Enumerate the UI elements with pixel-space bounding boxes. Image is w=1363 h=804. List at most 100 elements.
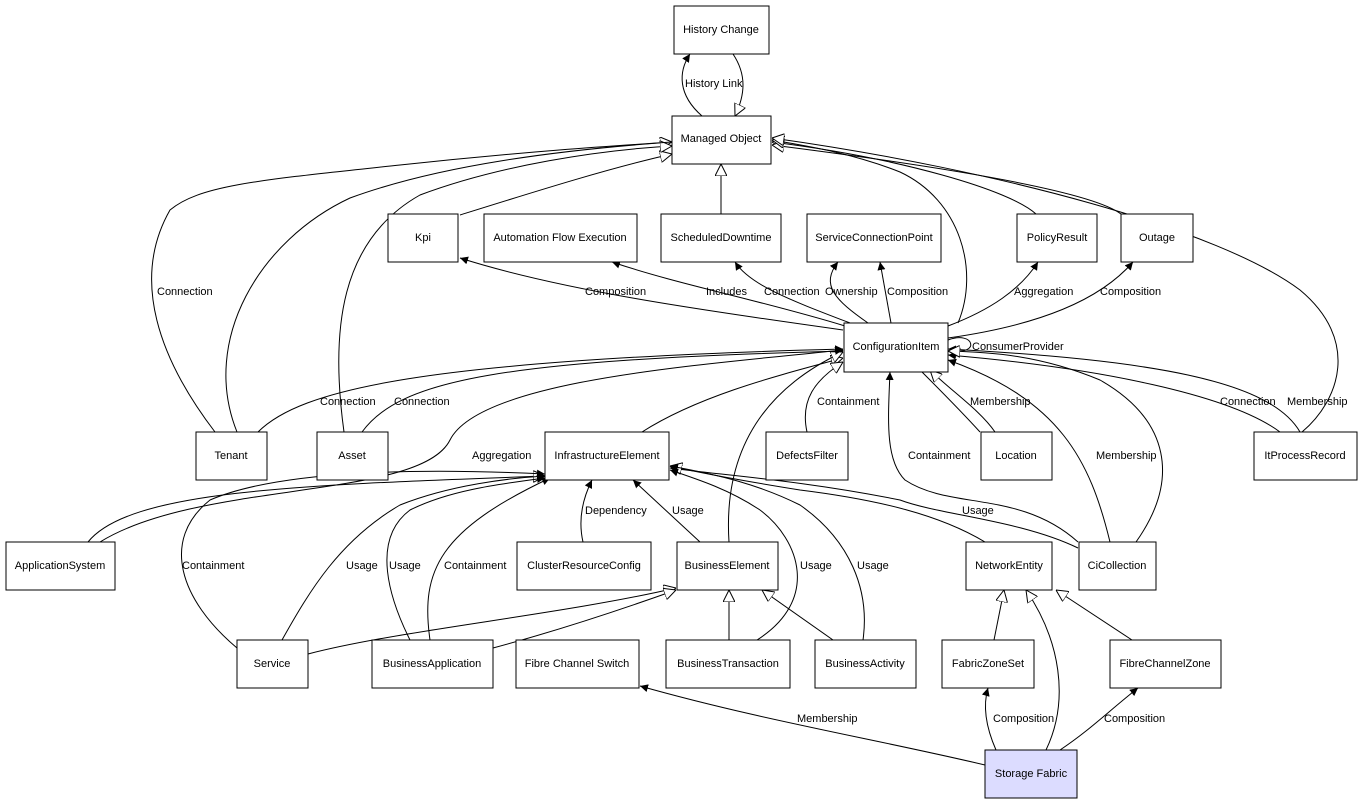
node-configuration-item[interactable]: ConfigurationItem <box>843 322 949 373</box>
edge-label-ci-outage: Composition <box>1100 286 1161 298</box>
node-label: ScheduledDowntime <box>671 232 772 244</box>
edge-cic-ie <box>669 465 1079 549</box>
edge-label-ci-self: ConsumerProvider <box>972 341 1064 353</box>
node-asset[interactable]: Asset <box>316 431 389 481</box>
node-defects-filter[interactable]: DefectsFilter <box>765 431 849 481</box>
edge-cic-ci-cont <box>885 371 1079 543</box>
edge-ci-mo <box>772 140 968 324</box>
node-label: Asset <box>338 450 366 462</box>
node-automation-flow-execution[interactable]: Automation Flow Execution <box>483 213 638 263</box>
node-label: PolicyResult <box>1027 232 1088 244</box>
node-tenant[interactable]: Tenant <box>195 431 268 481</box>
edge-be-ie <box>632 479 701 543</box>
edge-label-ba-ie-usage: Usage <box>389 560 421 572</box>
edge-label-asset-ci: Connection <box>394 396 450 408</box>
edge-label-ci-kpi: Composition <box>585 286 646 298</box>
edge-df-ci <box>804 362 843 433</box>
edge-label-sf-fcz: Composition <box>1104 713 1165 725</box>
node-scheduled-downtime[interactable]: ScheduledDowntime <box>660 213 782 263</box>
node-label: Automation Flow Execution <box>493 232 626 244</box>
node-label: Tenant <box>214 450 247 462</box>
edge-ci-sd <box>734 261 851 324</box>
edge-as-ie <box>87 476 545 543</box>
edge-bact-be <box>762 590 834 641</box>
node-label: Fibre Channel Switch <box>525 658 630 670</box>
edge-label-tenant-ci: Connection <box>320 396 376 408</box>
node-label: NetworkEntity <box>975 560 1043 572</box>
node-service[interactable]: Service <box>236 639 309 689</box>
node-fabric-zone-set[interactable]: FabricZoneSet <box>941 639 1035 689</box>
node-ci-collection[interactable]: CiCollection <box>1078 541 1157 591</box>
edge-tenant-mo-gen <box>225 142 672 433</box>
node-label: Location <box>995 450 1037 462</box>
node-storage-fabric[interactable]: Storage Fabric <box>984 749 1078 799</box>
edge-sf-ne <box>1026 590 1060 751</box>
node-fibre-channel-switch[interactable]: Fibre Channel Switch <box>515 639 640 689</box>
edge-label-df-ci: Containment <box>817 396 879 408</box>
edge-asset-mo-gen <box>338 146 672 433</box>
node-application-system[interactable]: ApplicationSystem <box>5 541 116 591</box>
edge-ba-ie-cont <box>427 477 551 641</box>
node-label: DefectsFilter <box>776 450 838 462</box>
node-kpi[interactable]: Kpi <box>387 213 459 263</box>
node-policy-result[interactable]: PolicyResult <box>1016 213 1098 263</box>
node-cluster-resource-config[interactable]: ClusterResourceConfig <box>516 541 652 591</box>
node-location[interactable]: Location <box>980 431 1053 481</box>
edge-label-ba-ie-cont: Containment <box>444 560 506 572</box>
edge-label-sf-fcs: Membership <box>797 713 858 725</box>
node-business-activity[interactable]: BusinessActivity <box>814 639 917 689</box>
edge-ipr-ci-memb <box>947 345 1301 433</box>
edge-label-svc-ie-usage: Usage <box>346 560 378 572</box>
edge-ci-scp-own <box>829 261 869 324</box>
edge-label-sf-fzs: Composition <box>993 713 1054 725</box>
node-label: Service <box>254 658 291 670</box>
edge-bt-ie <box>669 468 798 641</box>
node-network-entity[interactable]: NetworkEntity <box>965 541 1053 591</box>
edge-tenant-ci <box>257 345 844 433</box>
node-label: History Change <box>683 24 759 36</box>
node-outage[interactable]: Outage <box>1120 213 1194 263</box>
node-label: InfrastructureElement <box>554 450 659 462</box>
edge-label-crc-ie: Dependency <box>585 505 647 517</box>
node-it-process-record[interactable]: ItProcessRecord <box>1253 431 1358 481</box>
edge-ci-kpi <box>459 256 844 331</box>
edge-loc-ci-memb <box>921 371 981 433</box>
edge-ci-outage <box>947 261 1134 339</box>
edge-fcz-ne <box>1056 590 1133 641</box>
edge-label-ci-pr: Aggregation <box>1014 286 1073 298</box>
edge-tenant-mo <box>151 141 673 433</box>
node-business-transaction[interactable]: BusinessTransaction <box>665 639 791 689</box>
node-business-element[interactable]: BusinessElement <box>676 541 779 591</box>
edge-label-ci-sd: Connection <box>764 286 820 298</box>
edge-label-tenant-mo: Connection <box>157 286 213 298</box>
edge-ci-scp-comp <box>877 261 892 324</box>
edge-label-ci-scp-comp: Composition <box>887 286 948 298</box>
node-business-application[interactable]: BusinessApplication <box>371 639 494 689</box>
edge-label-ipr-ci-memb: Membership <box>1287 396 1348 408</box>
edge-ci-afe <box>611 260 846 327</box>
highlighted-node-box <box>984 749 1078 799</box>
node-label: Outage <box>1139 232 1175 244</box>
edge-cic-ci-memb <box>947 358 1111 543</box>
edge-label-loc-ci: Membership <box>970 396 1031 408</box>
node-label: Kpi <box>415 232 431 244</box>
node-fibre-channel-zone[interactable]: FibreChannelZone <box>1109 639 1222 689</box>
edge-as-ci <box>99 346 844 543</box>
node-label: CiCollection <box>1088 560 1147 572</box>
edge-bact-ie <box>669 463 865 641</box>
node-label: BusinessTransaction <box>677 658 779 670</box>
node-label: ItProcessRecord <box>1264 450 1345 462</box>
edge-outage-mo <box>772 145 1122 215</box>
node-history-change[interactable]: History Change <box>673 5 770 55</box>
node-label: ServiceConnectionPoint <box>815 232 932 244</box>
nodes: History Change Managed Object Kpi Automa… <box>5 5 1358 799</box>
node-infrastructure-element[interactable]: InfrastructureElement <box>544 431 670 481</box>
node-managed-object[interactable]: Managed Object <box>671 115 772 165</box>
node-service-connection-point[interactable]: ServiceConnectionPoint <box>806 213 942 263</box>
edge-label-ci-afe: Includes <box>706 286 747 298</box>
edges: History Link Connection Composition Incl… <box>87 53 1348 766</box>
edge-sf-fcs <box>639 684 986 766</box>
edge-label-as-ci: Aggregation <box>472 450 531 462</box>
edge-be-ci <box>727 352 843 543</box>
node-label: Managed Object <box>681 133 762 145</box>
